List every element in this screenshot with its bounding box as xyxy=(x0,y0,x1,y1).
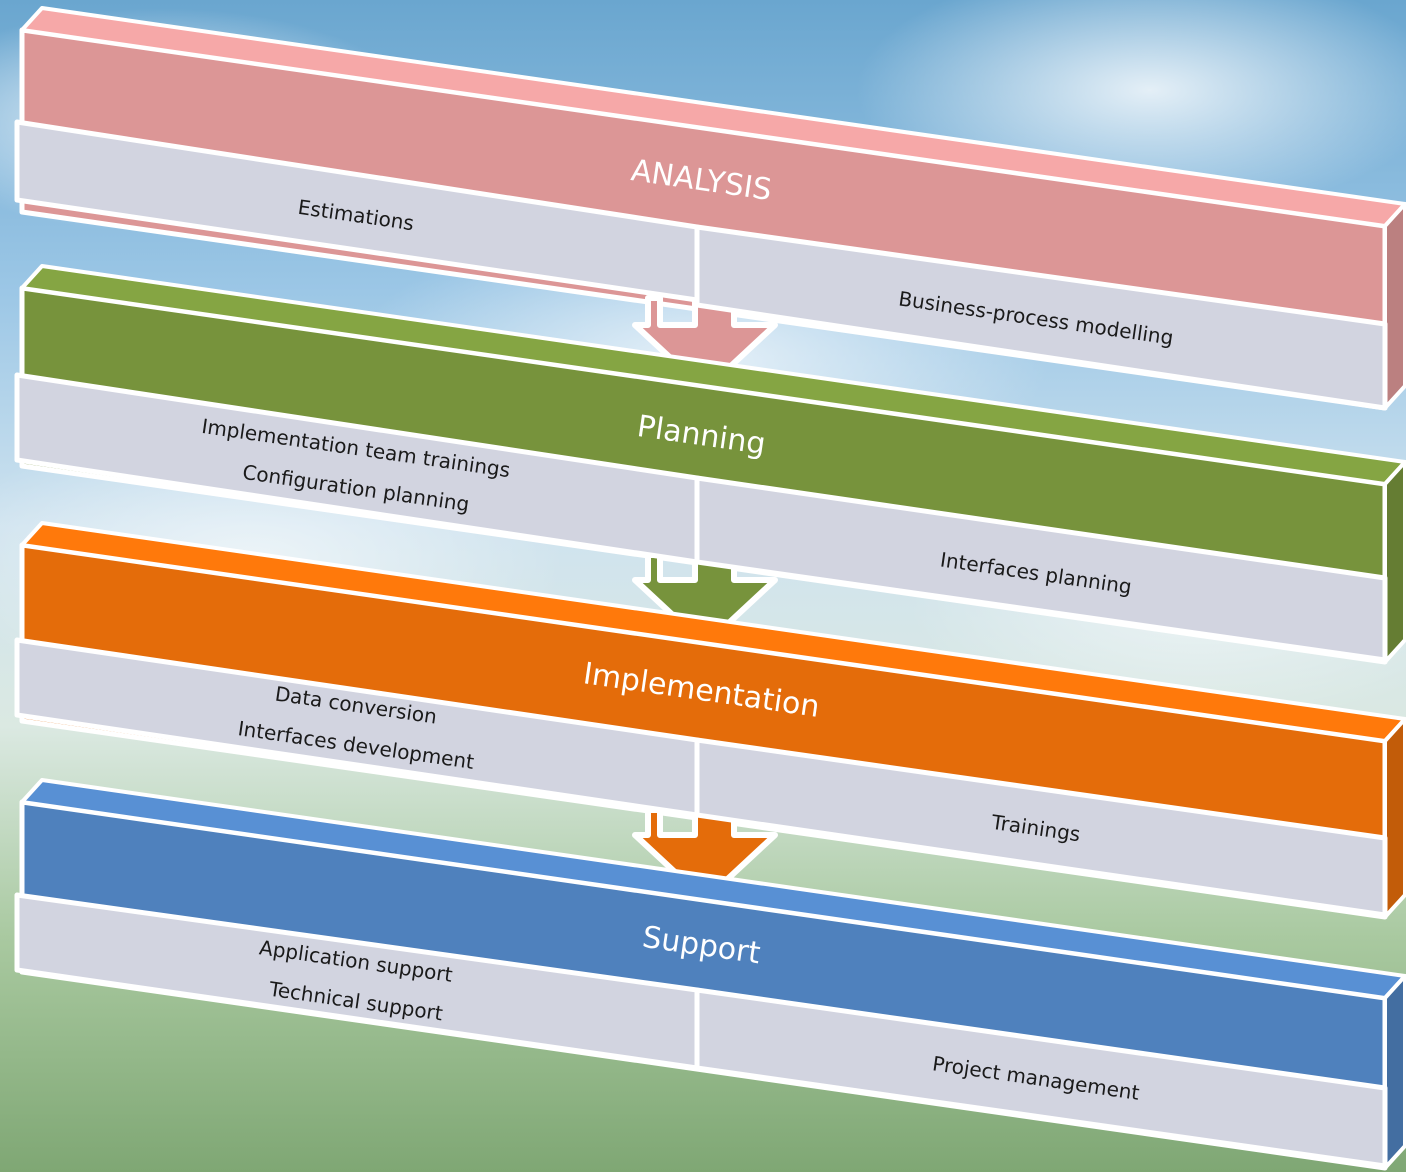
planning-bar-side xyxy=(1383,460,1406,664)
stage-analysis: ANALYSIS Estimations Business-process mo… xyxy=(14,6,1406,411)
stage-planning: Planning Implementation team trainings C… xyxy=(14,264,1406,665)
support-panel-right xyxy=(694,987,1388,1169)
stage-support: Support Application support Technical su… xyxy=(14,778,1406,1171)
stage-implementation: Implementation Data conversion Interface… xyxy=(14,521,1406,920)
analysis-bar-side xyxy=(1383,202,1406,410)
support-bar-side xyxy=(1383,974,1406,1170)
planning-panel-right xyxy=(694,475,1388,663)
implementation-bar-side xyxy=(1383,717,1406,919)
implementation-panel-right xyxy=(694,737,1388,918)
analysis-panel-right xyxy=(694,224,1388,411)
